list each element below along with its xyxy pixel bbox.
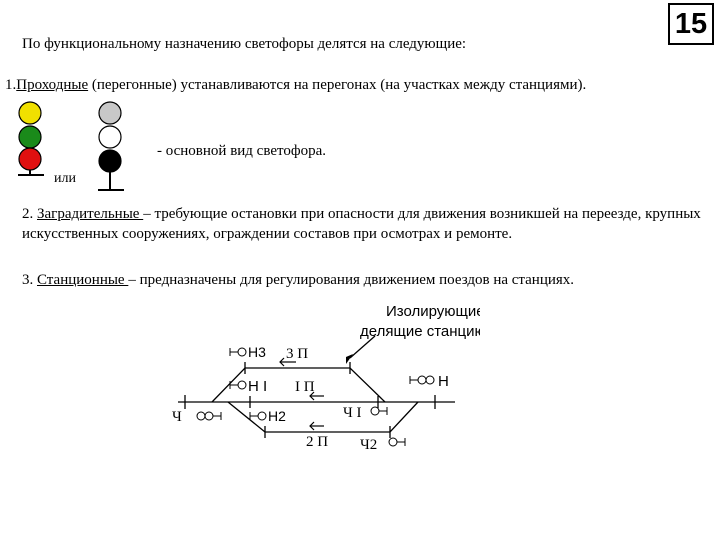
main-view-caption: - основной вид светофора.: [157, 143, 326, 159]
signal-n1-icon: [229, 380, 247, 390]
green-lamp: [18, 125, 42, 149]
label-n3: Н3: [248, 344, 266, 360]
three-color-signal: [18, 101, 44, 176]
label-1p: I П: [295, 379, 315, 395]
label-n: Н: [438, 373, 449, 390]
item-3-number: 3.: [22, 272, 37, 288]
label-n1: Н I: [248, 378, 267, 395]
track-3p: [211, 367, 386, 403]
label-ch2: Ч2: [360, 437, 377, 453]
or-label: или: [54, 171, 76, 186]
black-lamp: [98, 149, 122, 173]
joints-caption-line-1: Изолирующие стыки,: [386, 303, 480, 320]
joints-caption-line-2: делящие станцию на участки: [360, 323, 480, 340]
signal-ch-icon: [196, 411, 222, 421]
monochrome-signal: [98, 101, 124, 191]
item-2-text: – требующие остановки при опасности для …: [22, 206, 701, 242]
signal-n2-icon: [249, 411, 267, 421]
signal-n3-icon: [229, 347, 247, 357]
slide-number: 15: [668, 3, 714, 45]
item-2-term: Заградительные: [37, 206, 144, 222]
grey-lamp: [98, 101, 122, 125]
signal-n-icon: [409, 375, 435, 385]
item-1-term: Проходные: [16, 77, 89, 93]
item-2-number: 2.: [22, 206, 37, 222]
item-1-number: 1.: [5, 77, 17, 93]
label-3p: 3 П: [286, 346, 308, 362]
item-2: 2. Заградительные – требующие остановки …: [22, 204, 702, 244]
item-1-text: (перегонные) устанавливаются на перегона…: [88, 77, 587, 93]
item-3-term: Станционные: [37, 272, 129, 288]
label-2p: 2 П: [306, 434, 328, 450]
yellow-lamp: [18, 101, 42, 125]
station-track-diagram: Изолирующие стыки, делящие станцию на уч…: [172, 303, 480, 453]
label-ch1: Ч I: [343, 405, 362, 421]
label-n2: Н2: [268, 408, 286, 424]
label-ch: Ч: [172, 409, 182, 425]
red-lamp: [18, 147, 42, 171]
signal-ch2-icon: [388, 437, 406, 447]
item-3-text: – предназначены для регулирования движен…: [128, 272, 575, 288]
intro-text: По функциональному назначению светофоры …: [22, 36, 467, 52]
signal-ch1-icon: [370, 406, 388, 416]
white-lamp: [98, 125, 122, 149]
signal-illustrations: [18, 101, 124, 191]
item-1: 1.Проходные (перегонные) устанавливаются…: [5, 77, 586, 94]
track-2p: [227, 401, 419, 433]
item-3: 3. Станционные – предназначены для регул…: [22, 270, 712, 290]
